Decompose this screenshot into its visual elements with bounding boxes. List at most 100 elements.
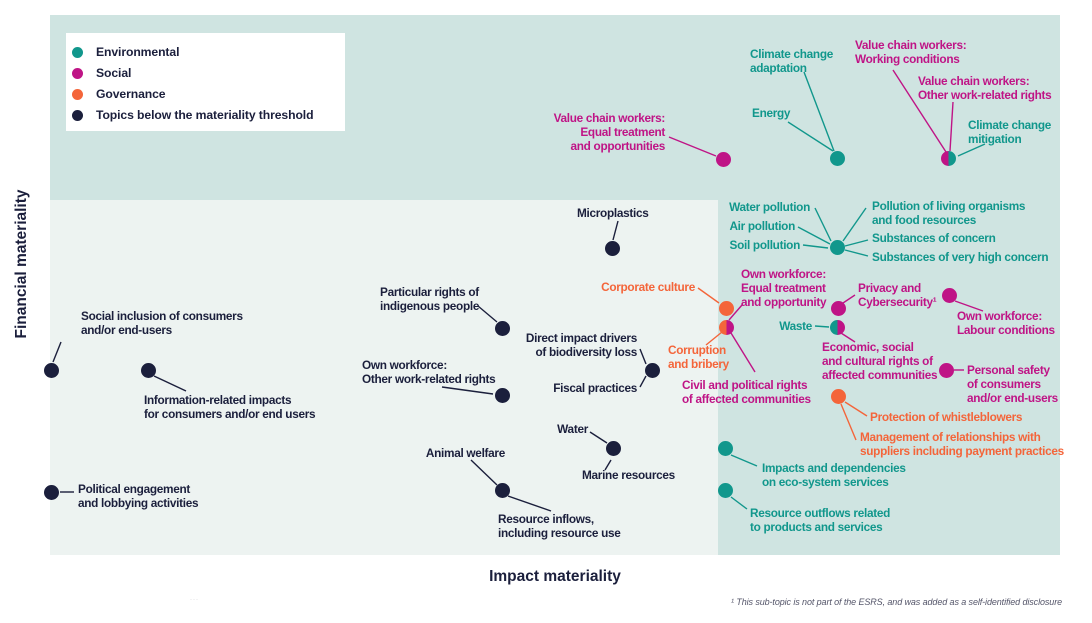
- connector-line: [840, 332, 856, 343]
- legend-item: Topics below the materiality threshold: [72, 108, 314, 123]
- connector-line: [842, 294, 856, 304]
- legend-dot-environmental: [72, 46, 83, 58]
- point-label: Fiscal practices: [553, 381, 637, 395]
- point-label: Substances of concern: [872, 231, 996, 245]
- connector-line: [470, 459, 498, 486]
- scatter-point: [644, 362, 660, 378]
- point-label: Social inclusion of consumers and/or end…: [81, 309, 243, 337]
- connector-line: [730, 332, 756, 373]
- point-label: Corruption and bribery: [668, 343, 729, 371]
- scatter-point: [829, 319, 845, 335]
- connector-line: [604, 459, 612, 471]
- point-label: Privacy and Cybersecurity¹: [858, 281, 937, 309]
- point-label: Pollution of living organisms and food r…: [872, 199, 1026, 227]
- scatter-point: [140, 362, 156, 378]
- legend-item: Governance: [72, 87, 166, 102]
- legend-label: Environmental: [96, 45, 180, 59]
- connector-line: [612, 220, 619, 241]
- point-label: Animal welfare: [425, 446, 505, 460]
- point-label: Microplastics: [577, 206, 649, 220]
- connector-line: [957, 143, 986, 157]
- connector-line: [954, 300, 984, 312]
- connector-line: [787, 121, 834, 152]
- point-label: Economic, social and cultural rights of …: [822, 340, 938, 382]
- point-label: Corporate culture: [601, 280, 695, 294]
- scatter-point: [938, 362, 954, 378]
- legend-label: Governance: [96, 87, 166, 101]
- scatter-point: [604, 240, 620, 256]
- legend-dot-governance: [72, 88, 83, 100]
- point-label: Civil and political rights of affected c…: [682, 378, 811, 406]
- scatter-point: [830, 300, 846, 316]
- connector-line: [705, 331, 723, 346]
- connector-line: [844, 249, 869, 257]
- point-label: Personal safety of consumers and/or end-…: [967, 363, 1058, 405]
- point-label: Water pollution: [729, 200, 810, 214]
- scatter-point: [715, 151, 731, 167]
- scatter-point: [43, 484, 59, 500]
- point-label: Energy: [752, 106, 791, 120]
- scatter-point: [605, 440, 621, 456]
- point-label: Political engagement and lobbying activi…: [78, 482, 199, 510]
- point-label: Value chain workers: Working conditions: [855, 38, 967, 66]
- point-label: Climate change mitigation: [968, 118, 1051, 146]
- connector-line: [949, 101, 954, 152]
- scatter-point: [494, 482, 510, 498]
- scatter-point: [494, 320, 510, 336]
- point-label: Value chain workers: Other work-related …: [918, 74, 1052, 102]
- scatter-point: [717, 482, 733, 498]
- scatter-point: [941, 287, 957, 303]
- point-label: Direct impact drivers of biodiversity lo…: [525, 331, 637, 359]
- legend-dot-below: [72, 109, 83, 121]
- connector-line: [639, 375, 647, 388]
- point-label: Water: [557, 422, 588, 436]
- point-label: Own workforce: Other work-related rights: [362, 358, 496, 386]
- point-label: Resource inflows, including resource use: [498, 512, 621, 540]
- point-label: Substances of very high concern: [872, 250, 1049, 264]
- connector-line: [730, 454, 758, 467]
- scatter-point: [940, 150, 956, 166]
- point-label: Soil pollution: [729, 238, 801, 252]
- point-label: Information-related impacts for consumer…: [144, 393, 316, 421]
- y-axis-label: Financial materiality: [13, 189, 30, 339]
- connector-line: [844, 401, 868, 417]
- point-label: Own workforce: Labour conditions: [957, 309, 1055, 337]
- connector-line: [797, 226, 831, 245]
- point-label: Marine resources: [582, 468, 675, 482]
- connector-line: [730, 496, 748, 510]
- connector-line: [814, 207, 832, 242]
- connector-line: [153, 375, 187, 392]
- point-label: Own workforce: Equal treatment and oppor…: [741, 267, 827, 309]
- connector-line: [814, 325, 830, 328]
- legend-label: Topics below the materiality threshold: [96, 108, 314, 122]
- connector-line: [697, 287, 720, 304]
- legend-item: Environmental: [72, 45, 179, 60]
- connector-line: [728, 304, 743, 321]
- connector-line: [441, 386, 494, 395]
- quadrant-background-light: [50, 200, 718, 555]
- scatter-point: [829, 150, 845, 166]
- connector-line: [803, 71, 835, 152]
- scatter-point: [718, 300, 734, 316]
- connector-line: [507, 495, 552, 512]
- scatter-point: [829, 239, 845, 255]
- connector-line: [892, 69, 947, 153]
- connector-line: [52, 341, 62, 363]
- connector-line: [668, 136, 717, 157]
- scatter-point: [494, 387, 510, 403]
- connector-line: [840, 403, 857, 441]
- connector-line: [802, 244, 829, 249]
- point-label: Waste: [779, 319, 812, 333]
- connector-line: [477, 305, 498, 323]
- legend-label: Social: [96, 66, 132, 80]
- connector-line: [842, 207, 867, 242]
- connector-line: [844, 239, 869, 247]
- scatter-point: [43, 362, 59, 378]
- legend-dot-social: [72, 67, 83, 79]
- point-label: Management of relationships with supplie…: [860, 430, 1064, 458]
- point-label: Value chain workers: Equal treatment and…: [553, 111, 666, 153]
- connector-line: [639, 348, 647, 365]
